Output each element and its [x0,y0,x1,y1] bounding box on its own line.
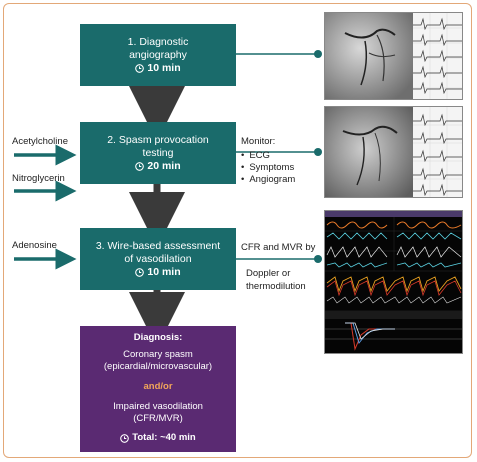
cfr-label-line3: thermodilution [246,281,306,292]
monitor-item-ecg: ECG [241,150,295,162]
pressure-trace-graphic [325,211,462,353]
step-1-title-line2: angiography [129,48,187,61]
monitor-item-symptoms: Symptoms [241,162,295,174]
diagnosis-box: Diagnosis: Coronary spasm (epicardial/mi… [80,326,236,452]
label-nitroglycerin: Nitroglycerin [12,173,65,184]
diagnosis-line3: Impaired vasodilation [113,401,203,412]
step-1-time: 10 min [135,61,181,75]
angiogram-ecg-graphic-2 [325,107,462,197]
cfr-label-line2: Doppler or [246,268,291,279]
clock-icon [135,161,145,171]
step-3-title-line2: of vasodilation [124,252,192,265]
step-2-time: 20 min [135,159,181,173]
dot-step1-image [314,50,322,58]
monitor-block: Monitor: ECG Symptoms Angiogram [241,136,295,186]
step-3-title-line1: 3. Wire-based assessment [95,239,221,252]
label-adenosine: Adenosine [12,240,57,251]
dot-step3-image [314,255,322,263]
figure-frame [3,3,472,458]
cfr-label-line1: CFR and MVR by [241,242,316,253]
diagnosis-line4: (CFR/MVR) [133,413,183,424]
label-acetylcholine: Acetylcholine [12,136,68,147]
clock-icon [135,63,145,73]
step-3-time-text: 10 min [147,265,181,278]
step-1-box: 1. Diagnostic angiography 10 min [80,24,236,86]
clock-icon [135,267,145,277]
step-2-title-line2: testing [142,146,174,159]
clock-icon [120,433,130,443]
step-3-time: 10 min [135,265,181,279]
monitor-item-angiogram: Angiogram [241,174,295,186]
step-2-time-text: 20 min [147,159,181,172]
diagnosis-total-text: Total: ~40 min [132,432,196,443]
step-2-box: 2. Spasm provocation testing 20 min [80,122,236,184]
step-3-box: 3. Wire-based assessment of vasodilation… [80,228,236,290]
diagnosis-line1: Coronary spasm [123,349,193,360]
diagnosis-total: Total: ~40 min [80,432,236,444]
pressure-trace-image [324,210,463,354]
angiogram-image-1 [324,12,463,100]
step-1-title-line1: 1. Diagnostic [127,35,189,48]
angiogram-image-2 [324,106,463,198]
dot-step2-image [314,148,322,156]
diagnosis-line2: (epicardial/microvascular) [103,361,213,372]
step-2-title-line1: 2. Spasm provocation [107,133,209,146]
monitor-list: ECG Symptoms Angiogram [241,150,295,186]
diagnosis-andor: and/or [143,381,173,392]
step-1-time-text: 10 min [147,61,181,74]
angiogram-ecg-graphic-1 [325,13,462,99]
monitor-title: Monitor: [241,136,276,147]
diagnosis-heading: Diagnosis: [133,332,183,343]
